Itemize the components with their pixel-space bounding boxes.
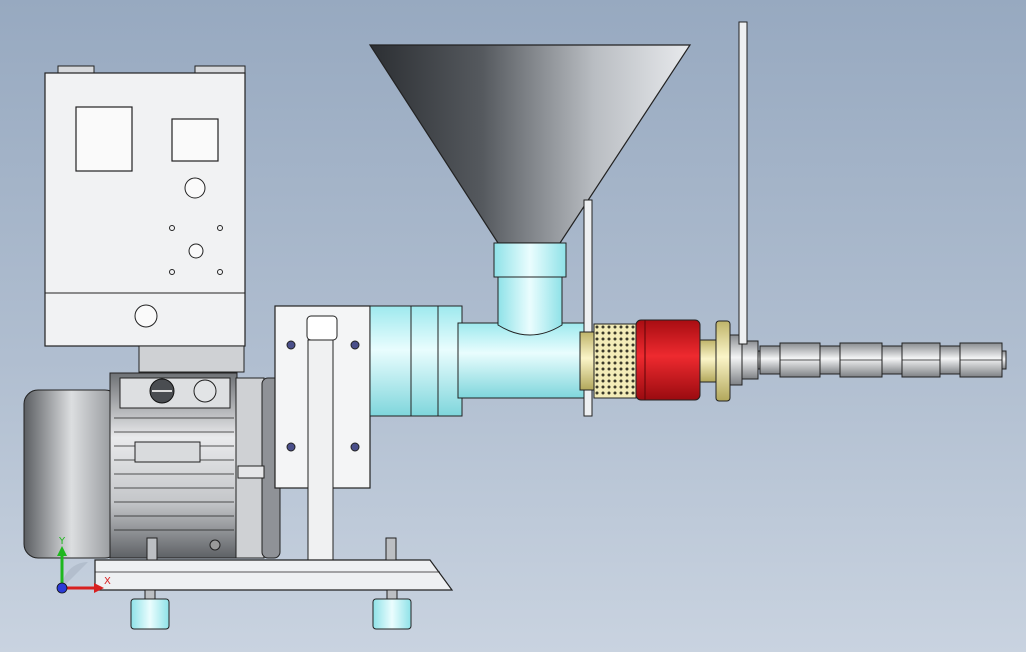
base-plate [94,537,454,591]
vertical-rod [738,21,748,345]
display-window-left [75,106,133,172]
leveling-foot-left [130,589,170,630]
press-cage-perforated [579,323,637,399]
outlet-nozzle-assembly[interactable] [699,320,759,402]
hex-nut-3 [901,342,941,378]
cable-gland-hole [134,304,158,328]
hex-nut-1 [779,342,821,378]
press-barrel[interactable] [369,305,589,417]
switch-hole [188,243,204,259]
xyz-axis-triad-icon: Y X [56,536,111,594]
support-column [307,339,334,563]
hex-nut-2 [839,342,883,378]
leveling-foot-right [372,589,412,630]
triad-x-label: X [104,576,111,587]
hex-nut-4 [959,342,1003,378]
feed-hopper[interactable] [368,44,692,336]
triad-y-label: Y [58,536,66,547]
display-window-right [171,118,219,162]
electric-motor[interactable] [23,345,281,559]
control-box[interactable] [44,65,246,347]
heating-ring[interactable] [635,319,701,401]
control-knob-hole [184,177,206,199]
